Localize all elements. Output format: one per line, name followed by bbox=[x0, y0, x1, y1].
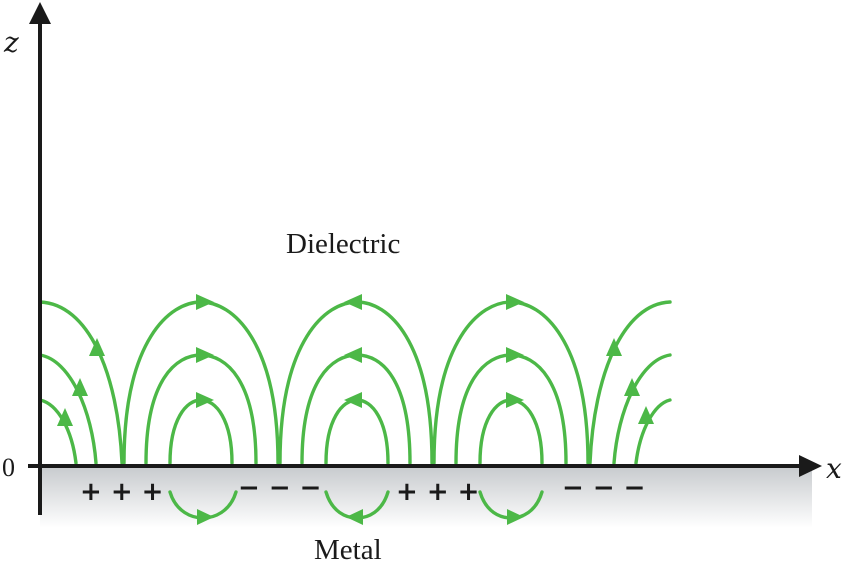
arrowhead bbox=[57, 408, 73, 426]
field-line bbox=[300, 353, 412, 465]
metal-label: Metal bbox=[314, 534, 382, 563]
field-line bbox=[454, 353, 568, 465]
arrowhead bbox=[344, 392, 362, 408]
arrowhead bbox=[606, 338, 622, 356]
arrowhead bbox=[89, 338, 105, 356]
arrowhead bbox=[197, 509, 214, 525]
field-line bbox=[324, 398, 390, 465]
arrowhead bbox=[344, 294, 362, 310]
dielectric-label: Dielectric bbox=[286, 228, 400, 260]
x-axis-arrowhead bbox=[799, 455, 822, 477]
arrowhead bbox=[506, 294, 524, 310]
x-axis-label: x bbox=[826, 452, 842, 485]
positive-charges: + + + bbox=[396, 477, 479, 507]
z-axis-arrowhead bbox=[29, 2, 51, 24]
arrowhead bbox=[196, 294, 214, 310]
arrowhead bbox=[638, 406, 654, 424]
negative-charges: − − − bbox=[238, 473, 321, 503]
arrowhead bbox=[506, 347, 524, 363]
field-line bbox=[612, 353, 672, 465]
field-arrowheads bbox=[57, 294, 654, 525]
negative-charges: − − − bbox=[562, 473, 645, 503]
arrowhead bbox=[196, 347, 214, 363]
field-line bbox=[634, 398, 672, 465]
arrowhead bbox=[344, 347, 362, 363]
field-line bbox=[144, 353, 258, 465]
arrowhead bbox=[506, 392, 524, 408]
positive-charges: + + + bbox=[80, 477, 163, 507]
metal-region bbox=[40, 468, 812, 528]
field-line bbox=[38, 398, 78, 465]
field-line bbox=[168, 398, 234, 465]
field-line bbox=[478, 398, 544, 465]
field-line bbox=[38, 353, 98, 465]
z-axis-label: z bbox=[3, 26, 19, 59]
origin-label: 0 bbox=[2, 453, 15, 482]
arrowhead bbox=[72, 378, 88, 396]
axes bbox=[28, 2, 822, 515]
arrowhead bbox=[624, 378, 640, 396]
arrowhead bbox=[196, 392, 214, 408]
arrowhead bbox=[507, 509, 524, 525]
arrowhead bbox=[346, 509, 363, 525]
